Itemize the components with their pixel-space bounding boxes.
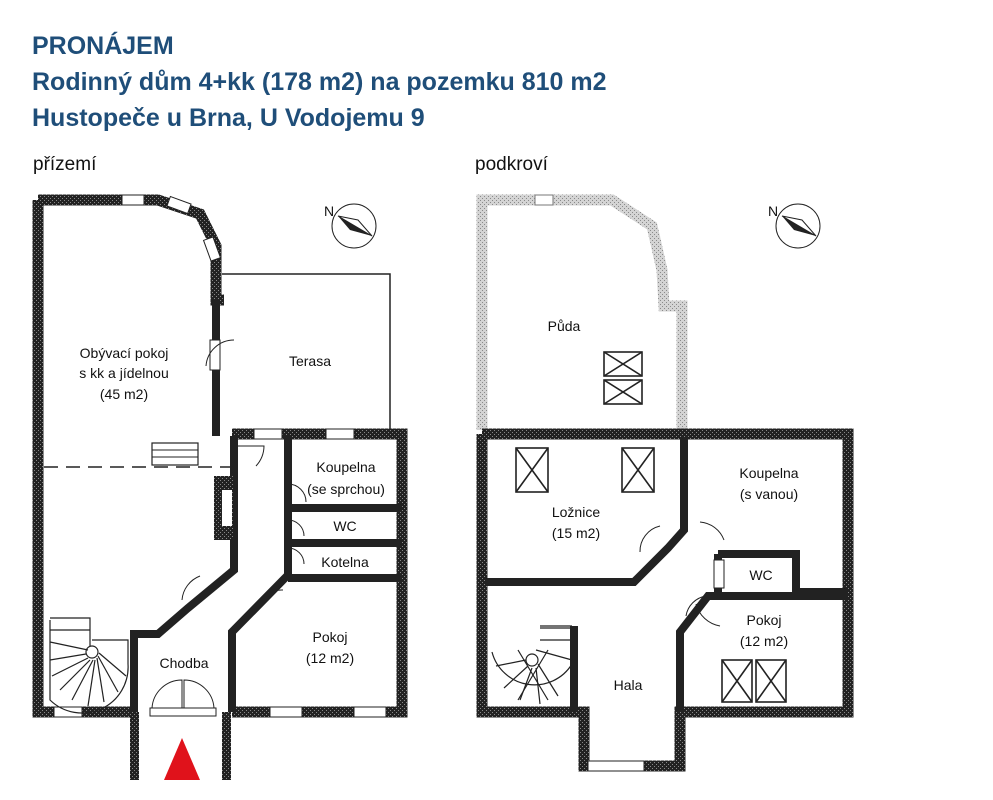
bedroom-label: Ložnice: [552, 504, 600, 520]
attic-space-label: Půda: [548, 318, 581, 334]
attic-outer-walls: [476, 428, 854, 772]
living-room-label-2: s kk a jídelnou: [79, 365, 169, 381]
terrace-outline: [222, 273, 391, 430]
ground-doors: [181, 339, 307, 606]
svg-text:N: N: [324, 203, 334, 219]
boiler-room-label: Kotelna: [321, 554, 369, 570]
ground-inner-walls: [130, 300, 402, 712]
attic-room-label: Pokoj: [746, 612, 781, 628]
attic-floor-plan: N Půda Ložnice (15 m2) Koupelna (s vanou…: [476, 194, 854, 772]
wc-label: WC: [333, 518, 356, 534]
ground-floor-label: přízemí: [33, 154, 97, 175]
staircase-opening: [151, 442, 199, 466]
room-label-1: Pokoj: [312, 629, 347, 645]
attic-bathroom-label-1: Koupelna: [739, 465, 798, 481]
listing-type: PRONÁJEM: [32, 32, 174, 60]
bathroom-label-2: (se sprchou): [307, 481, 385, 497]
attic-room-area: (12 m2): [740, 633, 788, 649]
skylight-icon: [515, 351, 787, 703]
north-arrow-icon: N: [324, 203, 377, 249]
bedroom-area: (15 m2): [552, 525, 600, 541]
attic-inner-walls: [486, 438, 848, 712]
svg-text:N: N: [768, 203, 778, 219]
listing-address: Hustopeče u Brna, U Vodojemu 9: [32, 104, 425, 132]
attic-wc-label: WC: [749, 567, 772, 583]
attic-doors: [639, 521, 725, 627]
listing-title: Rodinný dům 4+kk (178 m2) na pozemku 810…: [32, 68, 607, 96]
north-arrow-icon: N: [768, 203, 821, 249]
attic-roof-walls: [476, 194, 688, 430]
ground-floor-plan: N Obývací pokoj s kk a jídelnou (45 m2) …: [32, 194, 408, 780]
attic-bathroom-label-2: (s vanou): [740, 486, 798, 502]
living-room-area: (45 m2): [100, 386, 148, 402]
attic-floor-label: podkroví: [475, 154, 548, 175]
entrance-arrow-icon: [164, 738, 200, 780]
terrace-label: Terasa: [289, 353, 331, 369]
attic-hall-label: Hala: [614, 677, 643, 693]
living-room-label-1: Obývací pokoj: [80, 345, 169, 361]
ground-windows: [53, 194, 387, 718]
hallway-label: Chodba: [159, 655, 208, 671]
bathroom-label-1: Koupelna: [316, 459, 375, 475]
room-area: (12 m2): [306, 650, 354, 666]
listing-header: PRONÁJEM Rodinný dům 4+kk (178 m2) na po…: [32, 28, 607, 136]
spiral-staircase-icon: [491, 625, 573, 705]
spiral-staircase-icon: [49, 617, 129, 714]
